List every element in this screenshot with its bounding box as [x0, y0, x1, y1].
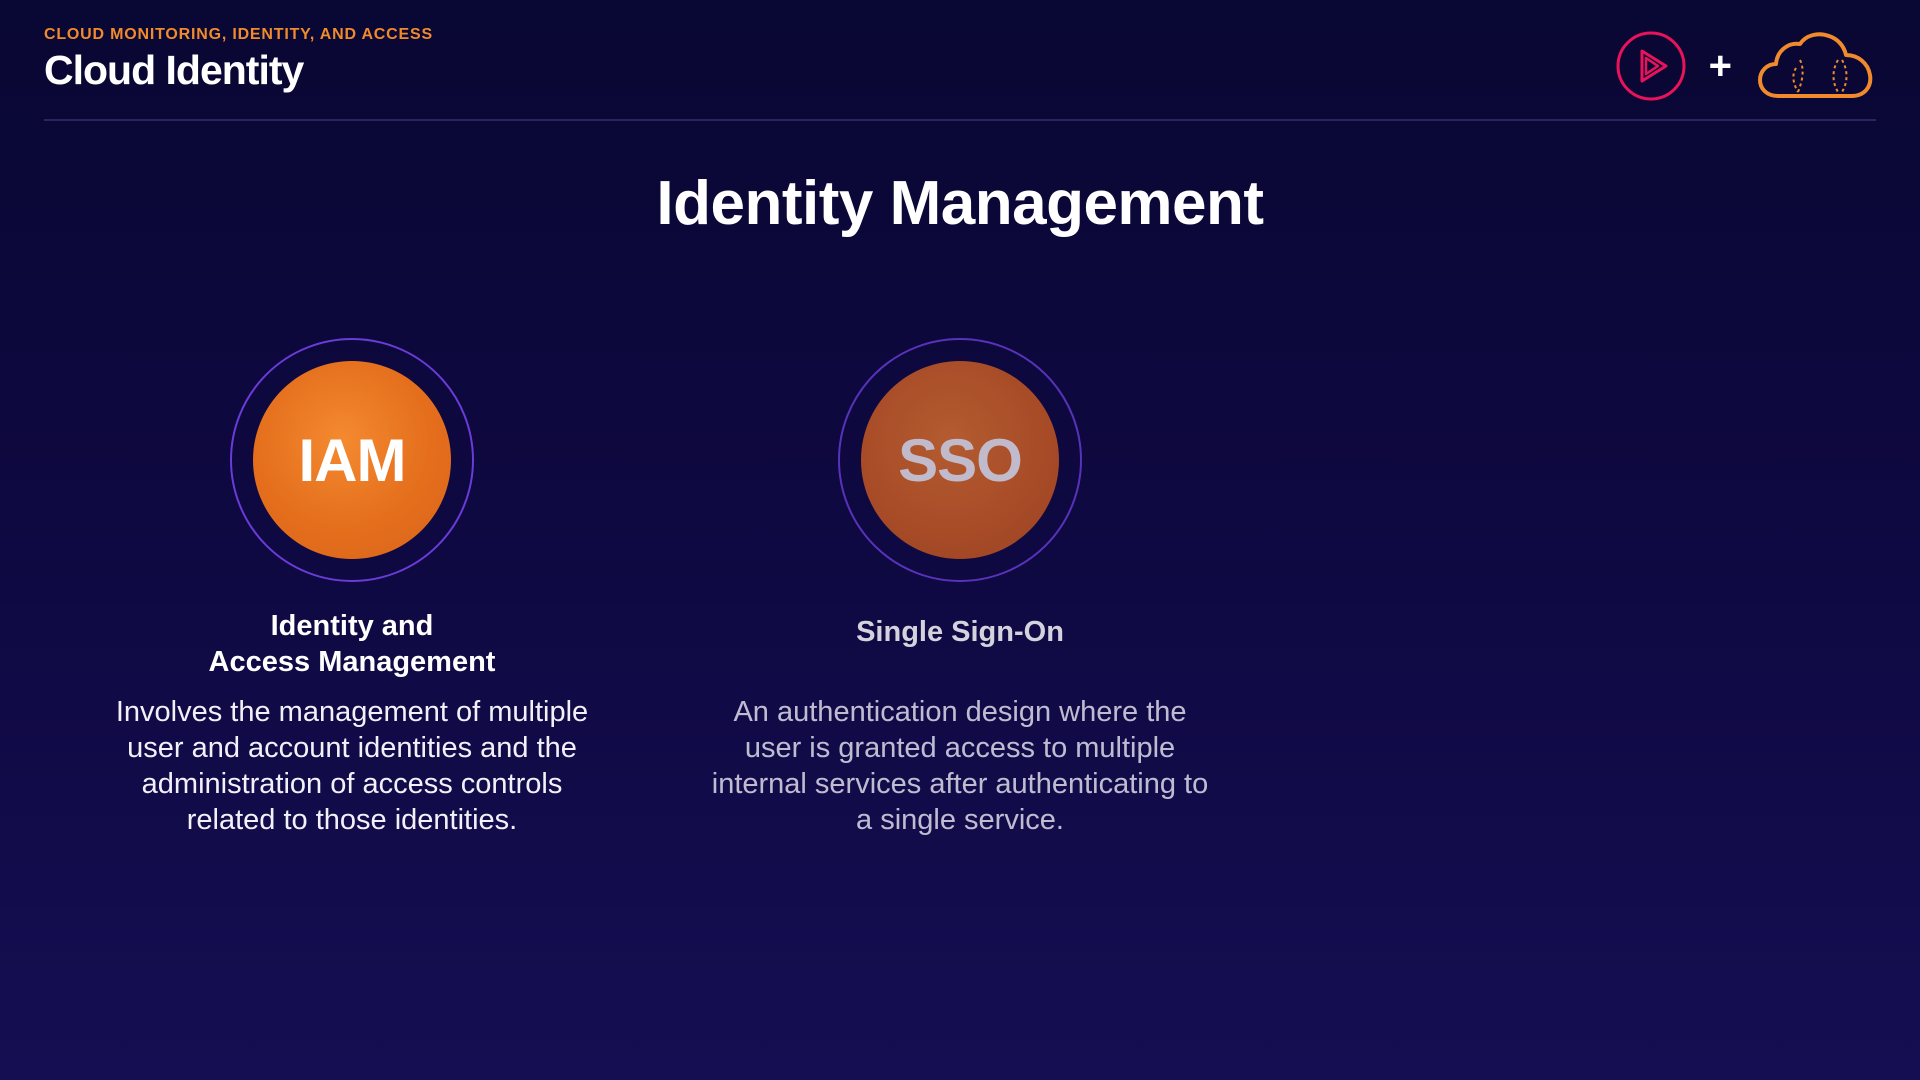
- plus-sign: +: [1708, 44, 1732, 88]
- play-circle-icon: [1616, 31, 1686, 101]
- iam-heading: Identity and Access Management: [102, 608, 602, 680]
- iam-heading-line1: Identity and: [270, 610, 434, 642]
- module-title: Cloud Identity: [44, 47, 304, 93]
- slide-title: Identity Management: [656, 169, 1264, 238]
- sso-badge-label: SSO: [898, 426, 1023, 494]
- iam-badge: IAM: [253, 361, 451, 559]
- cloud-icon: [1758, 32, 1873, 98]
- iam-badge-ring: IAM: [230, 338, 474, 582]
- sso-heading: Single Sign-On: [856, 616, 1064, 648]
- iam-card: IAM Identity and Access Management Invol…: [102, 338, 602, 838]
- sso-description: An authentication design where the user …: [711, 696, 1209, 836]
- course-eyebrow: CLOUD MONITORING, IDENTITY, AND ACCESS: [44, 26, 433, 43]
- sso-badge-ring: SSO: [838, 338, 1082, 582]
- iam-description: Involves the management of multiple user…: [115, 696, 589, 836]
- iam-badge-label: IAM: [298, 426, 407, 494]
- header-divider: [44, 119, 1876, 121]
- brand-logos: +: [1615, 30, 1876, 102]
- sso-badge: SSO: [861, 361, 1059, 559]
- header: CLOUD MONITORING, IDENTITY, AND ACCESS C…: [44, 26, 433, 93]
- iam-heading-line2: Access Management: [208, 646, 496, 678]
- sso-card: SSO Single Sign-On An authentication des…: [710, 338, 1210, 838]
